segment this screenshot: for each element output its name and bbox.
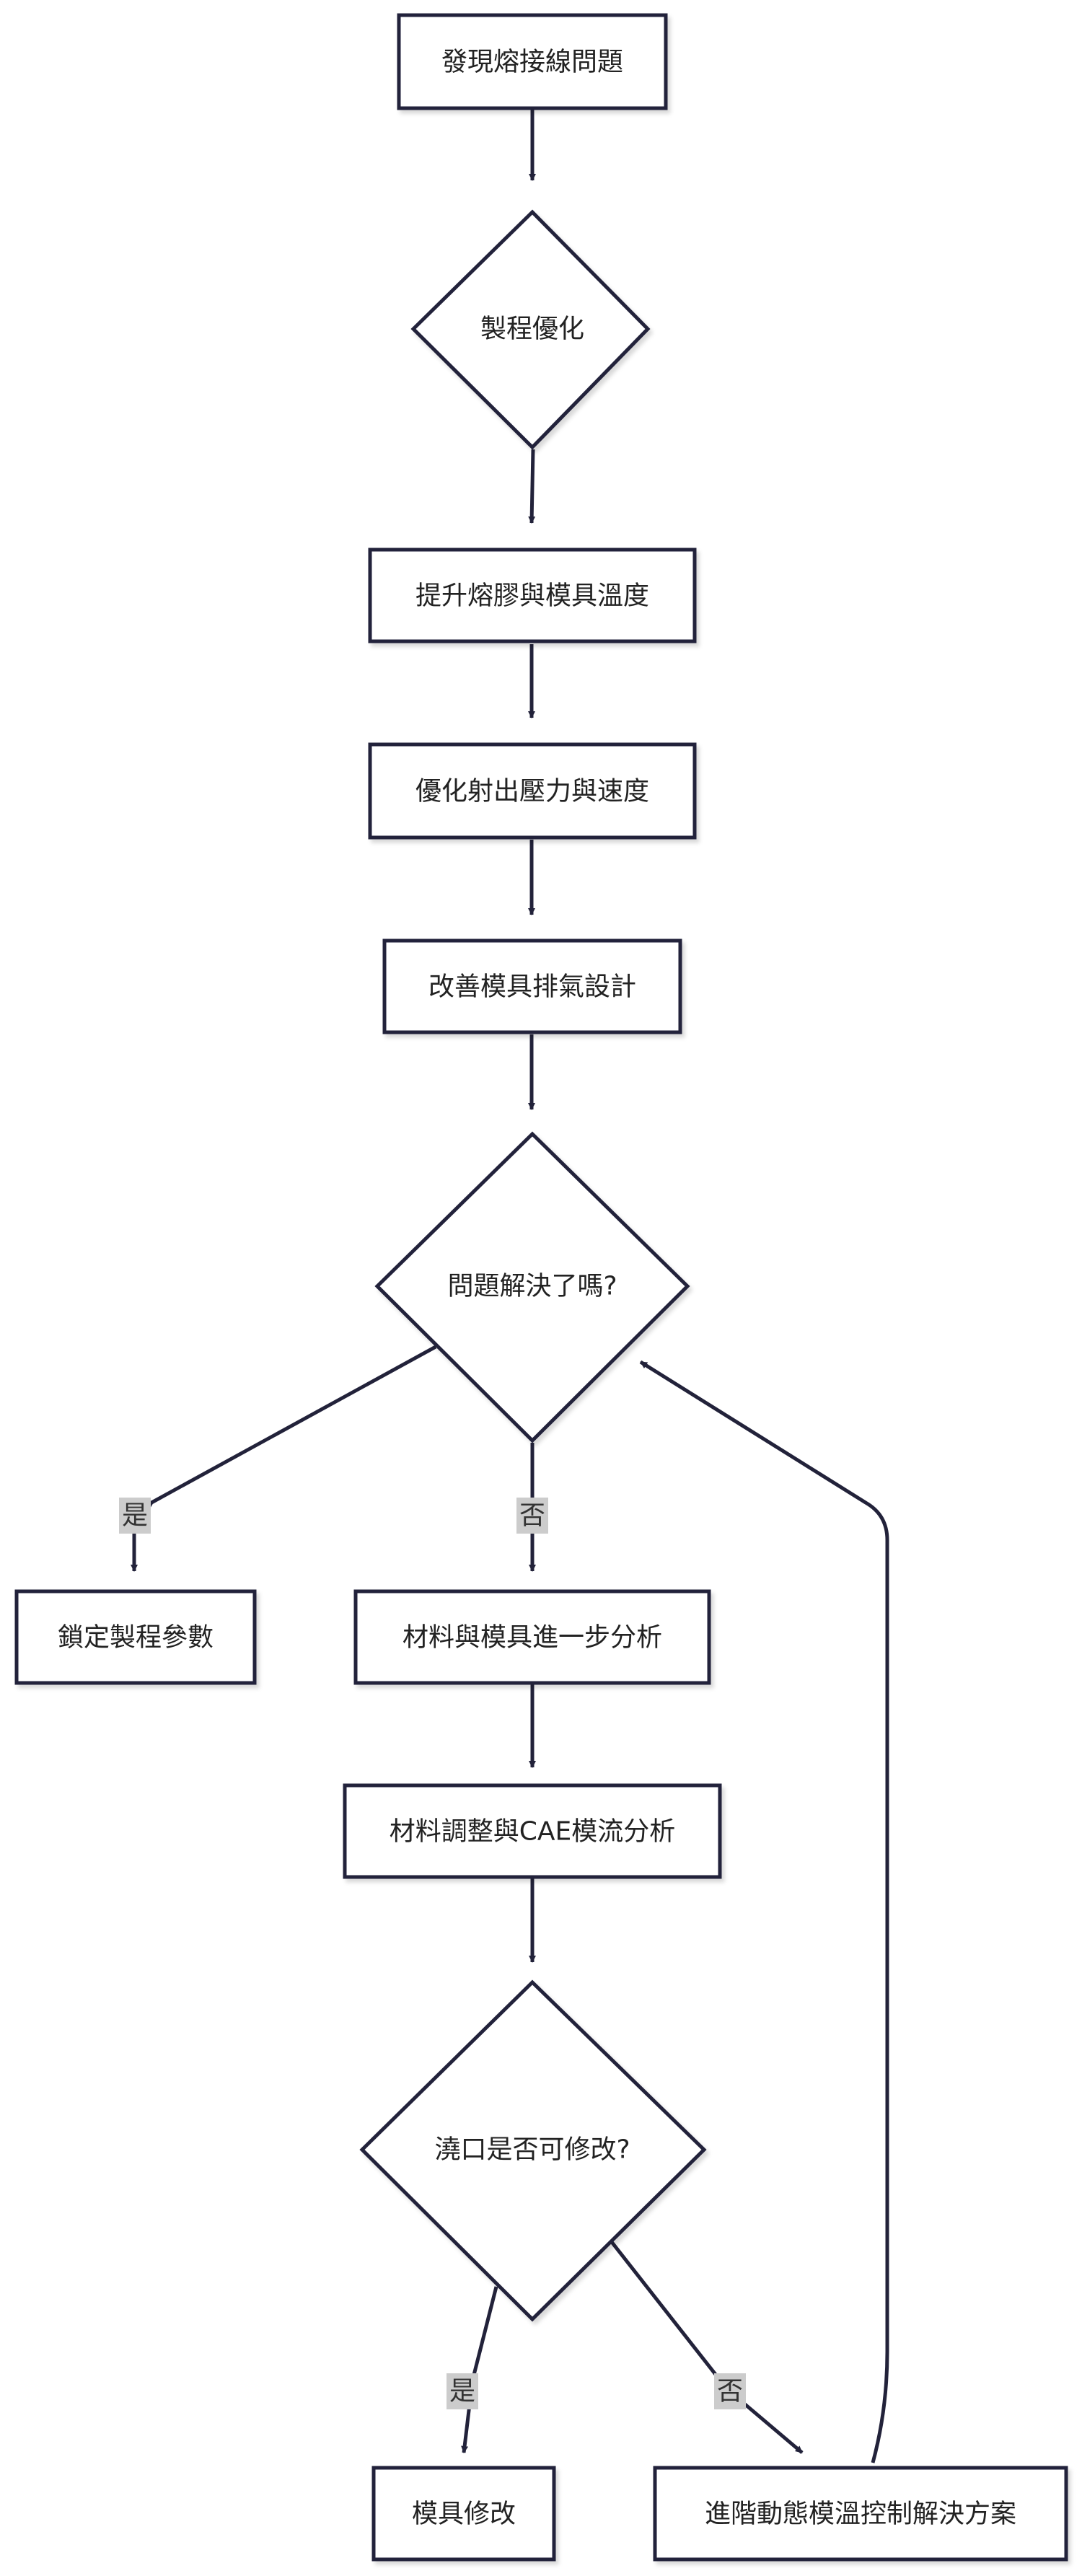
node-n6[interactable]: 問題解決了嗎? bbox=[374, 1131, 690, 1443]
node-n10[interactable]: 澆口是否可修改? bbox=[359, 1979, 707, 2322]
node-n9[interactable]: 材料調整與CAE模流分析 bbox=[343, 1783, 722, 1879]
node-n1[interactable]: 發現熔接線問題 bbox=[397, 13, 668, 110]
node-n5[interactable]: 改善模具排氣設計 bbox=[382, 938, 682, 1034]
edge-labels: 是 否 是 否 bbox=[119, 1498, 746, 2409]
edge-label-no: 否 bbox=[519, 1501, 545, 1531]
edge-label-n10-n11: 是 bbox=[447, 2373, 478, 2409]
node-label: 鎖定製程參數 bbox=[58, 1623, 214, 1653]
edge-n10-n11 bbox=[461, 2286, 498, 2453]
edge-label-yes: 是 bbox=[122, 1501, 148, 1531]
edge-n12-n6 bbox=[639, 1360, 889, 2463]
node-label: 提升熔膠與模具溫度 bbox=[415, 581, 649, 611]
node-label: 材料與模具進一步分析 bbox=[403, 1623, 662, 1653]
node-label: 材料調整與CAE模流分析 bbox=[390, 1817, 676, 1847]
node-n3[interactable]: 提升熔膠與模具溫度 bbox=[368, 548, 697, 643]
edge-n6-n7 bbox=[131, 1345, 437, 1572]
node-n4[interactable]: 優化射出壓力與速度 bbox=[368, 742, 697, 840]
edge-label-n6-n7: 是 bbox=[119, 1498, 151, 1534]
node-label: 問題解決了嗎? bbox=[447, 1272, 617, 1301]
nodes: 發現熔接線問題 製程優化 提升熔膠與模具溫度 優化射出壓力與速度 改善模具排氣設… bbox=[14, 13, 1068, 2562]
node-n2[interactable]: 製程優化 bbox=[410, 209, 651, 450]
node-label: 發現熔接線問題 bbox=[441, 48, 623, 77]
edge-n10-n12 bbox=[610, 2241, 804, 2454]
node-label: 製程優化 bbox=[480, 315, 584, 344]
node-n8[interactable]: 材料與模具進一步分析 bbox=[353, 1589, 711, 1685]
edge-label-n10-n12: 否 bbox=[714, 2373, 746, 2409]
edge-label-yes: 是 bbox=[449, 2377, 475, 2406]
edge-n2-n3 bbox=[528, 449, 536, 524]
node-label: 進階動態模溫控制解決方案 bbox=[705, 2500, 1016, 2529]
node-label: 澆口是否可修改? bbox=[434, 2135, 630, 2165]
edge-label-n6-n8: 否 bbox=[516, 1498, 548, 1534]
edge-label-no: 否 bbox=[717, 2377, 743, 2406]
node-n7[interactable]: 鎖定製程參數 bbox=[14, 1589, 257, 1685]
node-n12[interactable]: 進階動態模溫控制解決方案 bbox=[653, 2466, 1068, 2562]
node-label: 優化射出壓力與速度 bbox=[415, 777, 649, 806]
node-label: 模具修改 bbox=[412, 2500, 516, 2529]
node-n11[interactable]: 模具修改 bbox=[371, 2466, 556, 2562]
node-label: 改善模具排氣設計 bbox=[428, 972, 636, 1002]
